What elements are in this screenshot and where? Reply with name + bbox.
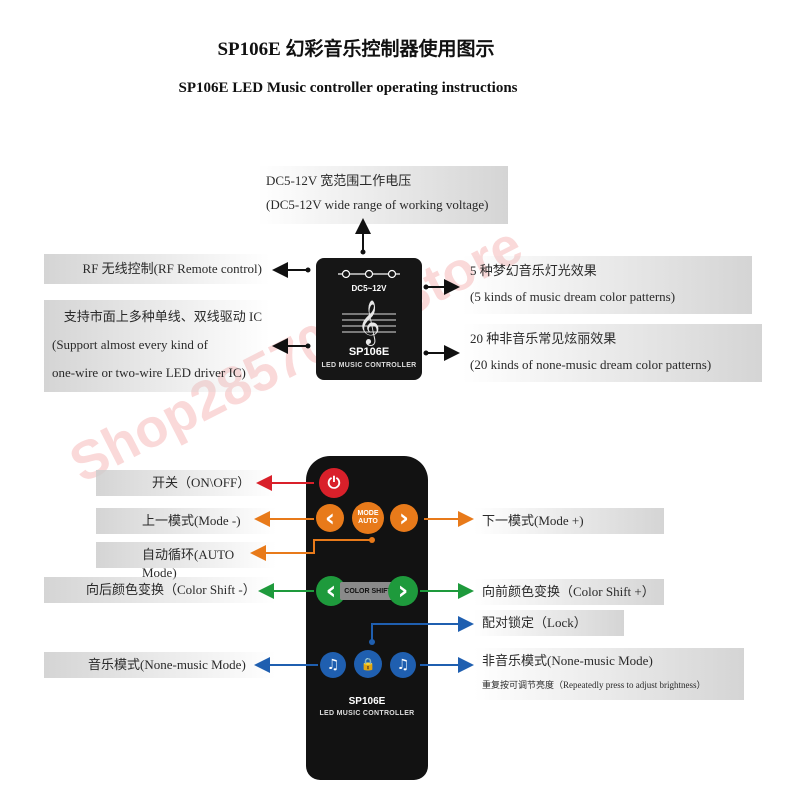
lock-arrow [369, 616, 474, 645]
mode-prev-label: 上一模式(Mode -) [96, 508, 276, 534]
brightness-label: 重复按可调节亮度（Repeatedly press to adjust brig… [482, 680, 706, 690]
nonmusic-arrow [423, 345, 460, 361]
device-name: SP106E [348, 346, 390, 358]
dream-label-cn: 5 种梦幻音乐灯光效果 [470, 263, 597, 278]
dream-label: 5 种梦幻音乐灯光效果 (5 kinds of music dream colo… [462, 256, 752, 314]
mode-next-button[interactable]: › [390, 504, 418, 532]
page-title-en: SP106E LED Music controller operating in… [178, 80, 518, 96]
color-shift-bar: COLOR SHIFT [340, 582, 396, 600]
color-next-button[interactable]: › [388, 576, 418, 606]
voltage-label-cn: DC5-12V 宽范围工作电压 [266, 173, 412, 188]
dream-arrow [423, 279, 460, 295]
color-prev-label: 向后颜色变换（Color Shift -） [44, 577, 276, 603]
ic-label-line3: one-wire or two-wire LED driver IC) [52, 365, 246, 380]
device-power-label: DC5~12V [351, 284, 387, 293]
nonmusic-mode-label: 非音乐模式(None-music Mode) 重复按可调节亮度（Repeated… [474, 648, 744, 700]
chevron-left-icon: ‹ [325, 504, 335, 532]
nonmusic-mode-button[interactable]: ♫ [390, 652, 416, 678]
nonmusic-label: 20 种非音乐常见炫丽效果 (20 kinds of none-music dr… [462, 324, 762, 382]
device-subtitle: LED MUSIC CONTROLLER [321, 362, 417, 369]
power-button[interactable]: ⏻ [319, 468, 349, 498]
power-connector-icon [338, 269, 400, 279]
voltage-label-en: (DC5-12V wide range of working voltage) [266, 197, 489, 212]
page-title-cn: SP106E 幻彩音乐控制器使用图示 [217, 39, 495, 60]
ic-arrow [272, 338, 311, 354]
mode-text: MODE [357, 510, 379, 517]
nonmusic-mode-label-title: 非音乐模式(None-music Mode) [482, 653, 653, 668]
music-note-icon: ♫ [396, 657, 410, 673]
onoff-label: 开关（ON\OFF） [96, 470, 276, 496]
lock-label: 配对锁定（Lock） [474, 610, 624, 636]
music-note-icon: ♫ [326, 657, 340, 673]
music-mode-label: 音乐模式(None-music Mode) [44, 652, 276, 678]
remote-subtitle: LED MUSIC CONTROLLER [319, 710, 415, 717]
chevron-right-icon: › [397, 576, 409, 606]
chevron-right-icon: › [399, 504, 409, 532]
auto-mode-arrow [250, 537, 375, 561]
music-mode-button[interactable]: ♫ [320, 652, 346, 678]
ic-label: 支持市面上多种单线、双线驱动 IC (Support almost every … [44, 300, 270, 392]
mode-prev-button[interactable]: ‹ [316, 504, 344, 532]
ic-label-line2: (Support almost every kind of [52, 337, 208, 352]
dream-label-en: (5 kinds of music dream color patterns) [470, 289, 676, 304]
color-next-label: 向前颜色变换（Color Shift +） [474, 579, 664, 605]
mode-auto-button[interactable]: MODE AUTO [352, 502, 384, 534]
remote-control: ⏻ ‹ MODE AUTO › ‹ COLOR SHIFT › ♫ 🔒 ♫ SP… [306, 456, 428, 780]
rf-arrow [272, 262, 311, 278]
nonmusic-label-cn: 20 种非音乐常见炫丽效果 [470, 331, 617, 346]
controller-device: DC5~12V 𝄞 SP106E LED MUSIC CONTROLLER [316, 258, 422, 380]
lock-icon: 🔒 [360, 657, 376, 671]
nonmusic-label-en: (20 kinds of none-music dream color patt… [470, 357, 712, 372]
lock-button[interactable]: 🔒 [354, 650, 382, 678]
power-icon: ⏻ [327, 473, 341, 492]
mode-next-label: 下一模式(Mode +) [474, 508, 664, 534]
auto-mode-label: 自动循环(AUTO Mode) [96, 542, 276, 580]
treble-clef-icon: 𝄞 [357, 300, 381, 344]
chevron-left-icon: ‹ [325, 576, 337, 606]
remote-name: SP106E [348, 696, 386, 707]
auto-text: AUTO [358, 518, 378, 525]
rf-label: RF 无线控制(RF Remote control) [44, 254, 270, 284]
voltage-arrow [355, 218, 371, 255]
voltage-label: DC5-12V 宽范围工作电压 (DC5-12V wide range of w… [258, 166, 508, 224]
staff-lines-icon [342, 313, 396, 333]
ic-label-line1: 支持市面上多种单线、双线驱动 IC [63, 309, 262, 324]
